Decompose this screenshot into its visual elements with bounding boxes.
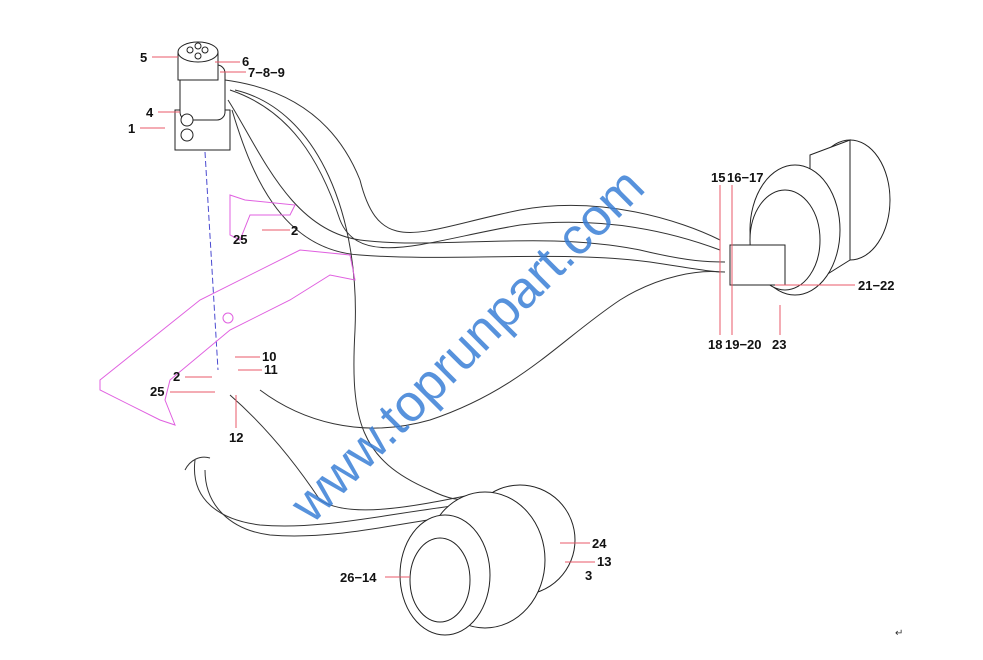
label-21-22: 21−22 bbox=[858, 278, 895, 293]
label-2b: 2 bbox=[173, 369, 180, 384]
label-10: 10 bbox=[262, 349, 276, 364]
label-12: 12 bbox=[229, 430, 243, 445]
label-1: 1 bbox=[128, 121, 135, 136]
corner-mark: ↵ bbox=[895, 628, 903, 639]
travel-motor-left bbox=[399, 484, 576, 636]
label-5: 5 bbox=[140, 50, 147, 65]
label-11: 11 bbox=[264, 362, 278, 377]
label-16-17: 16−17 bbox=[727, 170, 764, 185]
track-frame bbox=[99, 194, 356, 426]
watermark: www.toprunpart.com bbox=[279, 157, 656, 534]
travel-motor-right bbox=[729, 139, 891, 296]
label-2: 2 bbox=[291, 223, 298, 238]
part-labels: 5 6 7−8−9 4 1 2 25 10 11 2 25 12 15 16−1… bbox=[128, 50, 895, 585]
center-swivel-joint bbox=[174, 41, 231, 371]
hoses bbox=[184, 79, 726, 537]
label-4: 4 bbox=[146, 105, 154, 120]
label-25b: 25 bbox=[150, 384, 164, 399]
label-24: 24 bbox=[592, 536, 607, 551]
label-13: 13 bbox=[597, 554, 611, 569]
label-23: 23 bbox=[772, 337, 786, 352]
label-6: 6 bbox=[242, 54, 249, 69]
label-25: 25 bbox=[233, 232, 247, 247]
label-18: 18 bbox=[708, 337, 722, 352]
label-7-8-9: 7−8−9 bbox=[248, 65, 285, 80]
label-15: 15 bbox=[711, 170, 725, 185]
label-26-14: 26−14 bbox=[340, 570, 377, 585]
label-19-20: 19−20 bbox=[725, 337, 762, 352]
leader-lines bbox=[140, 56, 855, 578]
label-3: 3 bbox=[585, 568, 592, 583]
